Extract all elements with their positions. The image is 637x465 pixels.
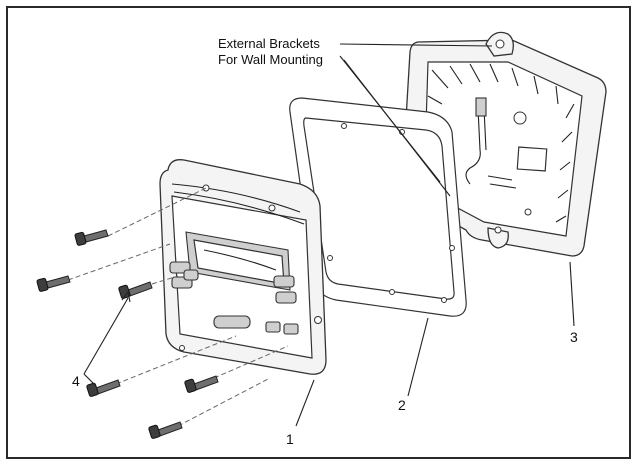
bracket-ear-bottom <box>487 227 509 249</box>
right-button-cluster <box>273 275 297 304</box>
screw-set <box>36 187 289 439</box>
figure-border <box>6 6 631 459</box>
bottom-right-buttons <box>265 321 299 335</box>
callout-2: 2 <box>398 397 406 413</box>
base-port-window <box>516 146 548 172</box>
bracket-label-line2: For Wall Mounting <box>218 52 323 67</box>
left-button-cluster <box>169 261 199 289</box>
callout-4-leader-b <box>83 373 97 387</box>
screw <box>86 335 237 397</box>
front-control-panel <box>159 159 327 375</box>
callout-3-leader <box>569 261 575 327</box>
callout-1: 1 <box>286 431 294 447</box>
screw <box>184 345 289 393</box>
callout-4-leader-a <box>83 297 129 375</box>
screw <box>36 243 171 292</box>
bracket-leader-top <box>339 43 493 47</box>
callout-3: 3 <box>570 329 578 345</box>
bracket-label-line1: External Brackets <box>218 36 320 51</box>
gasket <box>289 97 467 317</box>
screw <box>118 275 179 299</box>
center-button <box>213 315 251 329</box>
screw <box>74 187 207 246</box>
screw <box>148 377 271 439</box>
callout-2-leader <box>407 317 429 397</box>
callout-4: 4 <box>72 373 80 389</box>
bracket-leader-lower-2 <box>343 59 451 197</box>
callout-1-leader <box>295 379 315 427</box>
